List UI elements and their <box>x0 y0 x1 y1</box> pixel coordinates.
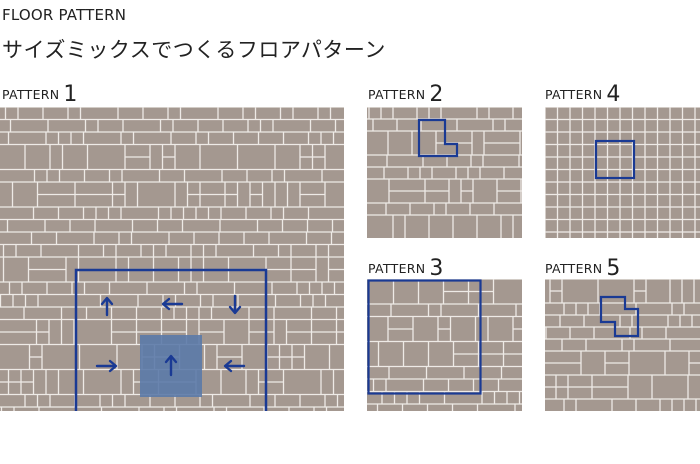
repeat-unit-outline <box>417 118 459 158</box>
pattern-5-number: 5 <box>606 256 621 281</box>
pattern-3-word: PATTERN <box>368 261 426 276</box>
pattern-3-number: 3 <box>429 256 444 281</box>
arrow-left-icon <box>161 297 184 311</box>
arrow-left-icon <box>223 359 246 373</box>
pattern-4-tiles <box>545 107 700 238</box>
pattern-1-tiles <box>0 107 344 411</box>
pattern-2-tiles <box>367 107 522 238</box>
pattern-4-background <box>545 107 700 238</box>
pattern-1-panel <box>0 107 344 411</box>
repeat-unit-outline <box>74 268 268 411</box>
pattern-5-tiles <box>545 279 700 411</box>
arrow-right-icon <box>95 359 118 373</box>
pattern-2-number: 2 <box>429 82 444 107</box>
repeat-unit-outline <box>599 295 640 338</box>
pattern-3-background <box>367 279 522 411</box>
arrow-up-center-icon <box>164 354 178 377</box>
pattern-5-word: PATTERN <box>545 261 603 276</box>
arrow-up-icon <box>100 296 114 317</box>
pattern-1-word: PATTERN <box>2 87 60 102</box>
repeat-unit-outline <box>594 139 636 180</box>
pattern-1-number: 1 <box>63 82 78 107</box>
pattern-2-panel <box>367 107 522 238</box>
pattern-5-panel <box>545 279 700 411</box>
arrow-down-icon <box>228 294 242 315</box>
header-title-jp: サイズミックスでつくるフロアパターン <box>2 38 386 62</box>
pattern-4-word: PATTERN <box>545 87 603 102</box>
pattern-2-word: PATTERN <box>368 87 426 102</box>
pattern-5-grout <box>545 279 700 411</box>
pattern-4-number: 4 <box>606 82 621 107</box>
pattern-3-panel <box>367 279 522 411</box>
pattern-3-grout <box>367 279 522 411</box>
pattern-4-grout <box>545 107 700 238</box>
pattern-3-tiles <box>367 279 522 411</box>
header-title-en: FLOOR PATTERN <box>2 6 127 24</box>
pattern-4-panel <box>545 107 700 238</box>
repeat-unit-outline <box>367 279 482 395</box>
